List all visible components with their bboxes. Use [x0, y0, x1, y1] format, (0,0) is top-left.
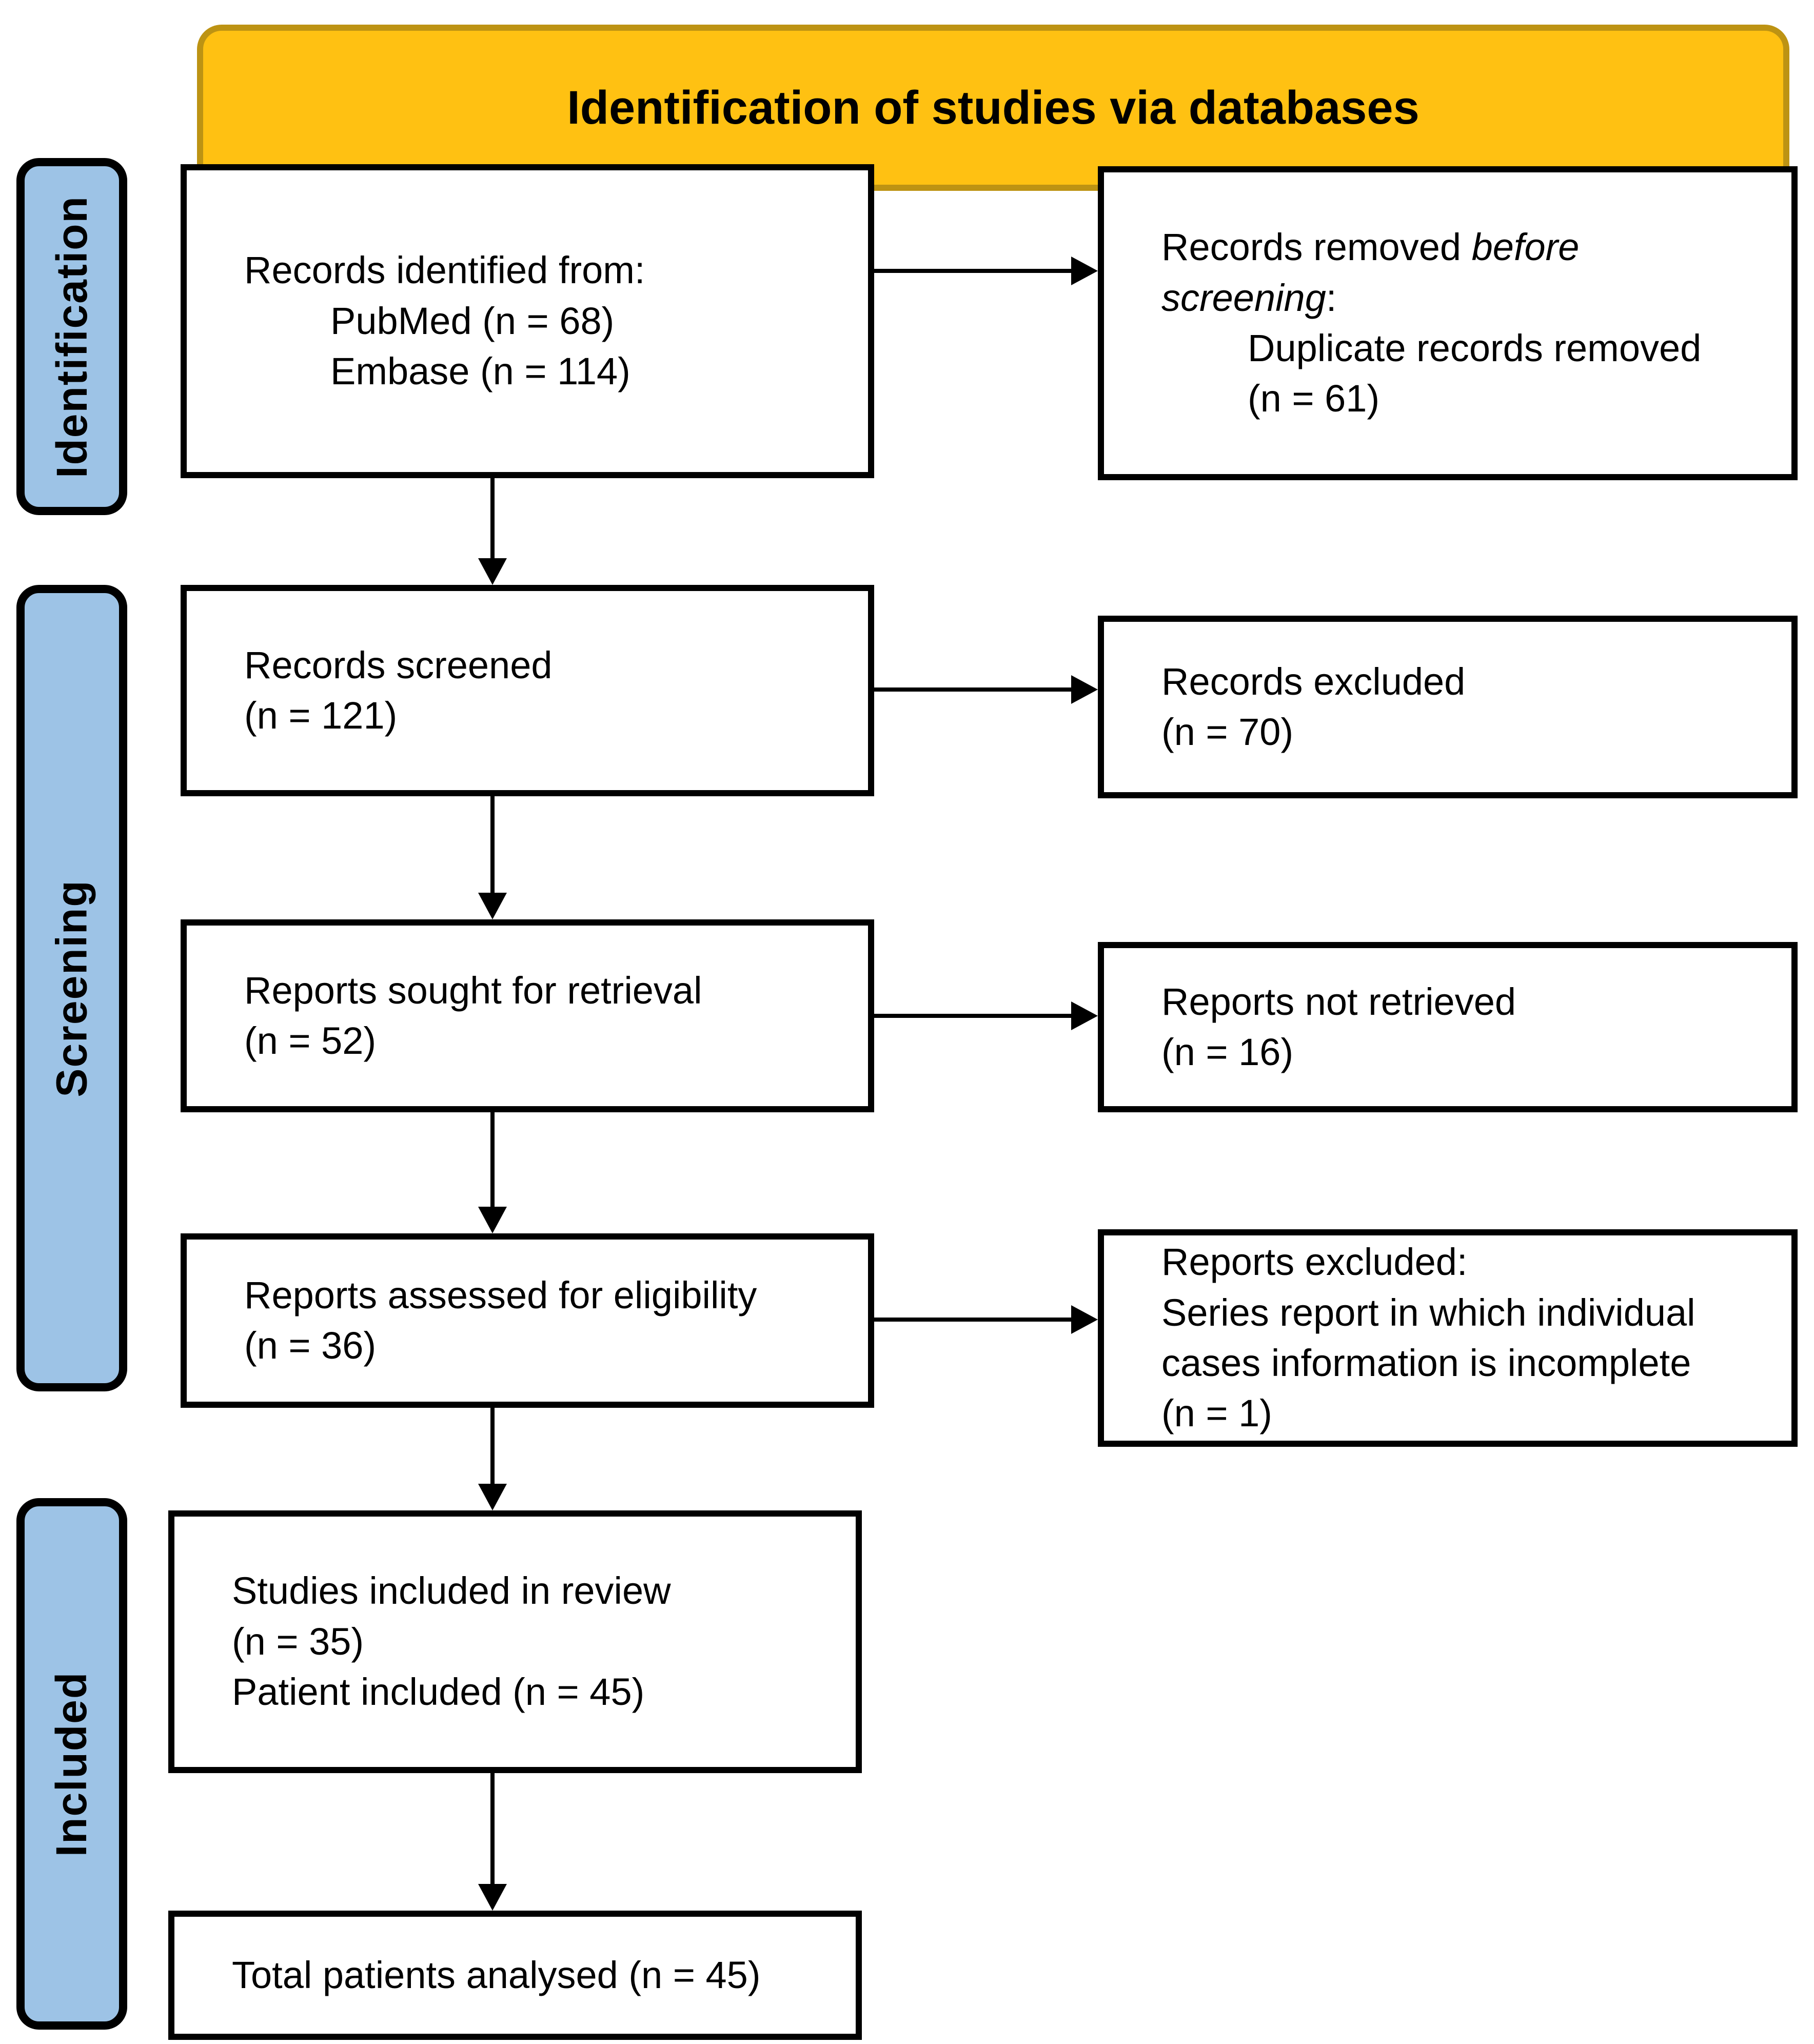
- arrow-down-icon: [478, 558, 507, 585]
- box-line: cases information is incomplete: [1161, 1342, 1691, 1384]
- stage-label-included-text: Included: [47, 1671, 96, 1857]
- arrow-down-screened-to-sought: [478, 796, 507, 919]
- stage-label-included: Included: [16, 1498, 127, 2030]
- box-reports-excluded: Reports excluded: Series report in which…: [1098, 1229, 1798, 1447]
- stage-label-identification-text: Identification: [47, 195, 96, 478]
- arrow-shaft: [490, 1112, 495, 1207]
- arrow-down-identified-to-screened: [478, 478, 507, 585]
- arrow-right-identified-to-removed: [874, 257, 1098, 285]
- arrow-shaft: [874, 1014, 1071, 1018]
- box-line: PubMed (n = 68): [330, 299, 615, 342]
- arrow-shaft: [490, 796, 495, 893]
- arrow-down-included-to-total: [478, 1773, 507, 1911]
- box-line: (n = 61): [1248, 377, 1380, 420]
- box-line: Records excluded: [1161, 660, 1466, 703]
- arrow-down-icon: [478, 1484, 507, 1510]
- arrow-down-assessed-to-included: [478, 1408, 507, 1510]
- box-line: (n = 16): [1161, 1031, 1294, 1073]
- page-title: Identification of studies via databases: [567, 81, 1419, 134]
- box-reports-not-retrieved: Reports not retrieved (n = 16): [1098, 942, 1798, 1112]
- arrow-right-icon: [1071, 1001, 1098, 1030]
- arrow-shaft: [490, 1408, 495, 1484]
- box-line: Reports assessed for eligibility: [244, 1273, 757, 1316]
- arrow-down-icon: [478, 893, 507, 919]
- box-line: Reports sought for retrieval: [244, 969, 702, 1012]
- stage-label-screening-text: Screening: [47, 879, 96, 1097]
- box-reports-assessed-for-eligibility: Reports assessed for eligibility (n = 36…: [181, 1233, 874, 1408]
- box-line: Patient included (n = 45): [232, 1670, 645, 1714]
- box-line: Records identified from:: [244, 249, 645, 292]
- arrow-shaft: [490, 478, 495, 558]
- arrow-shaft: [490, 1773, 495, 1884]
- box-reports-sought-for-retrieval: Reports sought for retrieval (n = 52): [181, 919, 874, 1112]
- box-line: Reports excluded:: [1161, 1241, 1468, 1284]
- arrow-right-icon: [1071, 1305, 1098, 1334]
- stage-label-screening: Screening: [16, 585, 127, 1391]
- box-records-excluded: Records excluded (n = 70): [1098, 616, 1798, 798]
- box-line: Duplicate records removed: [1248, 327, 1702, 369]
- arrow-shaft: [874, 687, 1071, 692]
- box-line: screening:: [1161, 276, 1337, 319]
- arrow-right-icon: [1071, 675, 1098, 704]
- box-records-screened: Records screened (n = 121): [181, 585, 874, 796]
- box-line: Studies included in review: [232, 1569, 671, 1613]
- box-records-removed-before-screening: Records removed before screening: Duplic…: [1098, 166, 1798, 480]
- box-line: (n = 70): [1161, 711, 1294, 753]
- box-line: Series report in which individual: [1161, 1291, 1695, 1334]
- arrow-down-sought-to-assessed: [478, 1112, 507, 1233]
- box-line: (n = 36): [244, 1324, 377, 1367]
- box-line: Total patients analysed (n = 45): [232, 1953, 761, 1996]
- box-line: Reports not retrieved: [1161, 980, 1516, 1023]
- box-line: (n = 52): [244, 1019, 377, 1062]
- arrow-right-assessed-to-excluded: [874, 1305, 1098, 1334]
- header-banner: Identification of studies via databases: [197, 25, 1789, 191]
- stage-label-identification: Identification: [16, 158, 127, 515]
- arrow-shaft: [874, 269, 1071, 273]
- box-line: (n = 121): [244, 694, 398, 737]
- arrow-right-screened-to-excluded: [874, 675, 1098, 704]
- box-line: Records screened: [244, 643, 553, 686]
- box-line: Records removed before: [1161, 226, 1580, 269]
- arrow-right-icon: [1071, 257, 1098, 285]
- arrow-shaft: [874, 1318, 1071, 1322]
- box-records-identified: Records identified from: PubMed (n = 68)…: [181, 164, 874, 478]
- box-studies-included-in-review: Studies included in review (n = 35) Pati…: [168, 1510, 862, 1773]
- arrow-right-sought-to-not-retrieved: [874, 1001, 1098, 1030]
- box-line: (n = 35): [232, 1620, 364, 1663]
- box-line: (n = 1): [1161, 1392, 1272, 1435]
- box-line: Embase (n = 114): [330, 350, 630, 393]
- box-total-patients-analysed: Total patients analysed (n = 45): [168, 1911, 862, 2040]
- arrow-down-icon: [478, 1207, 507, 1233]
- arrow-down-icon: [478, 1884, 507, 1911]
